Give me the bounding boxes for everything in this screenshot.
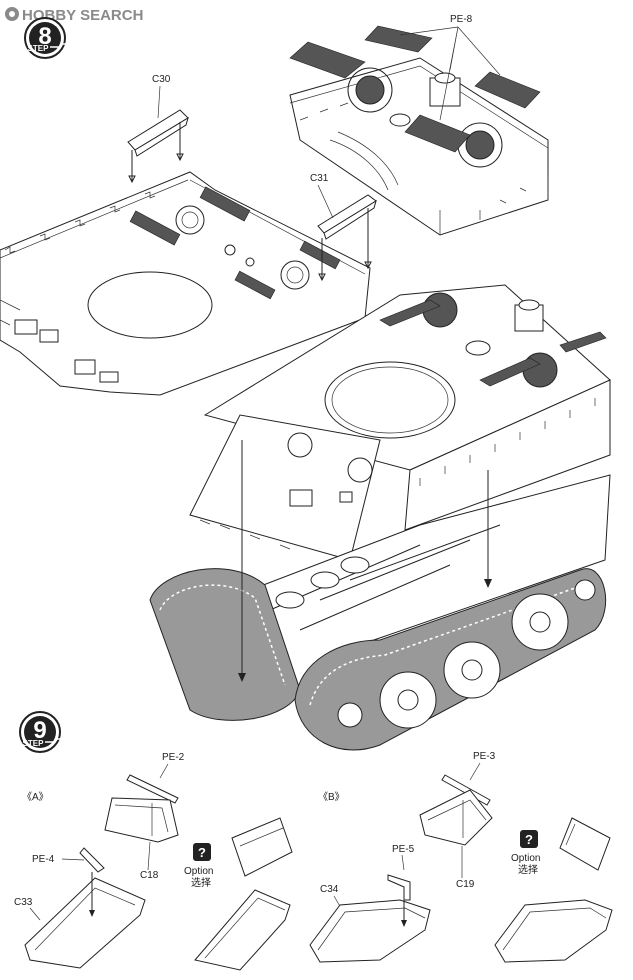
road-wheel (511, 593, 569, 651)
label-pe4: PE-4 (32, 854, 55, 865)
option-a-fender (194, 889, 291, 971)
variant-a: 《A》 PE-2 C18 PE-4 C33 ? Option 选择 (14, 752, 293, 971)
road-wheel (379, 671, 437, 729)
step-8-label: STEP (28, 44, 50, 53)
visor (289, 489, 313, 507)
tank-silhouette-icon (50, 43, 66, 48)
label-c34: C34 (320, 884, 339, 895)
left-track (149, 568, 301, 721)
fan-cover (280, 260, 310, 290)
option-icon (520, 830, 538, 848)
pe5-strip (387, 874, 411, 901)
hatch (347, 457, 373, 483)
option-b-guard (559, 817, 611, 871)
label-c31: C31 (310, 173, 329, 184)
fan-cover (175, 205, 205, 235)
label-c19: C19 (456, 879, 475, 890)
fan-cover (522, 352, 558, 388)
part-c19 (419, 789, 493, 846)
label-pe3: PE-3 (473, 751, 496, 762)
idler-wheel (574, 579, 596, 601)
lower-hull-chassis (149, 474, 611, 751)
step-9-badge: 9 STEP (19, 711, 61, 753)
label-pe5: PE-5 (392, 844, 415, 855)
part-c34 (309, 899, 431, 963)
drive-sprocket (337, 702, 363, 728)
option-label-en: Option (511, 853, 540, 864)
tank-silhouette-icon (45, 738, 61, 743)
option-icon (193, 843, 211, 861)
assembly-arrows (238, 440, 492, 682)
part-c18 (104, 797, 179, 843)
label-pe8: PE-8 (450, 14, 473, 25)
option-label-en: Option (184, 866, 213, 877)
label-c18: C18 (140, 870, 159, 881)
option-mark: ? (525, 832, 533, 847)
road-wheel (443, 641, 501, 699)
hobby-search-logo-icon (5, 7, 19, 21)
label-c33: C33 (14, 897, 33, 908)
pe2-strip (126, 774, 179, 804)
pe4-strip (79, 847, 105, 873)
variant-b: 《B》 PE-3 C19 PE-5 C34 ? Option 选择 (309, 751, 613, 963)
pe8-mesh (474, 71, 541, 109)
option-mark: ? (198, 845, 206, 860)
engine-grille (129, 210, 181, 246)
turret-ring (324, 361, 456, 439)
option-label-cn: 选择 (191, 876, 211, 889)
part-c30: C30 (127, 74, 189, 184)
part-c31: C31 (310, 173, 377, 282)
option-b-fender (494, 899, 613, 963)
variant-a-label: 《A》 (22, 791, 49, 803)
engine-grille (234, 270, 276, 300)
watermark: HOBBY SEARCH (5, 7, 143, 24)
step-9-label: STEP (23, 739, 45, 748)
step-9-number: 9 (33, 717, 46, 744)
turret-ring-hole (87, 271, 213, 339)
label-pe2: PE-2 (162, 752, 185, 763)
pe8-mesh (404, 114, 471, 153)
pe8-mesh (289, 41, 366, 79)
assembled-hull (189, 284, 611, 561)
pe8-mesh (364, 25, 433, 53)
fan-cover (347, 67, 393, 113)
option-label-cn: 选择 (518, 863, 538, 876)
part-c33 (24, 877, 146, 969)
option-a-guard (231, 817, 293, 877)
hatch (287, 432, 313, 458)
label-c30: C30 (152, 74, 171, 85)
step-8-number: 8 (38, 23, 51, 50)
variant-b-label: 《B》 (318, 791, 345, 803)
engine-deck: PE-8 (289, 14, 549, 236)
pe3-strip (441, 774, 491, 806)
engine-grille (199, 186, 251, 222)
upper-hull-deck (0, 171, 371, 396)
step-8-badge: 8 STEP (24, 17, 66, 59)
